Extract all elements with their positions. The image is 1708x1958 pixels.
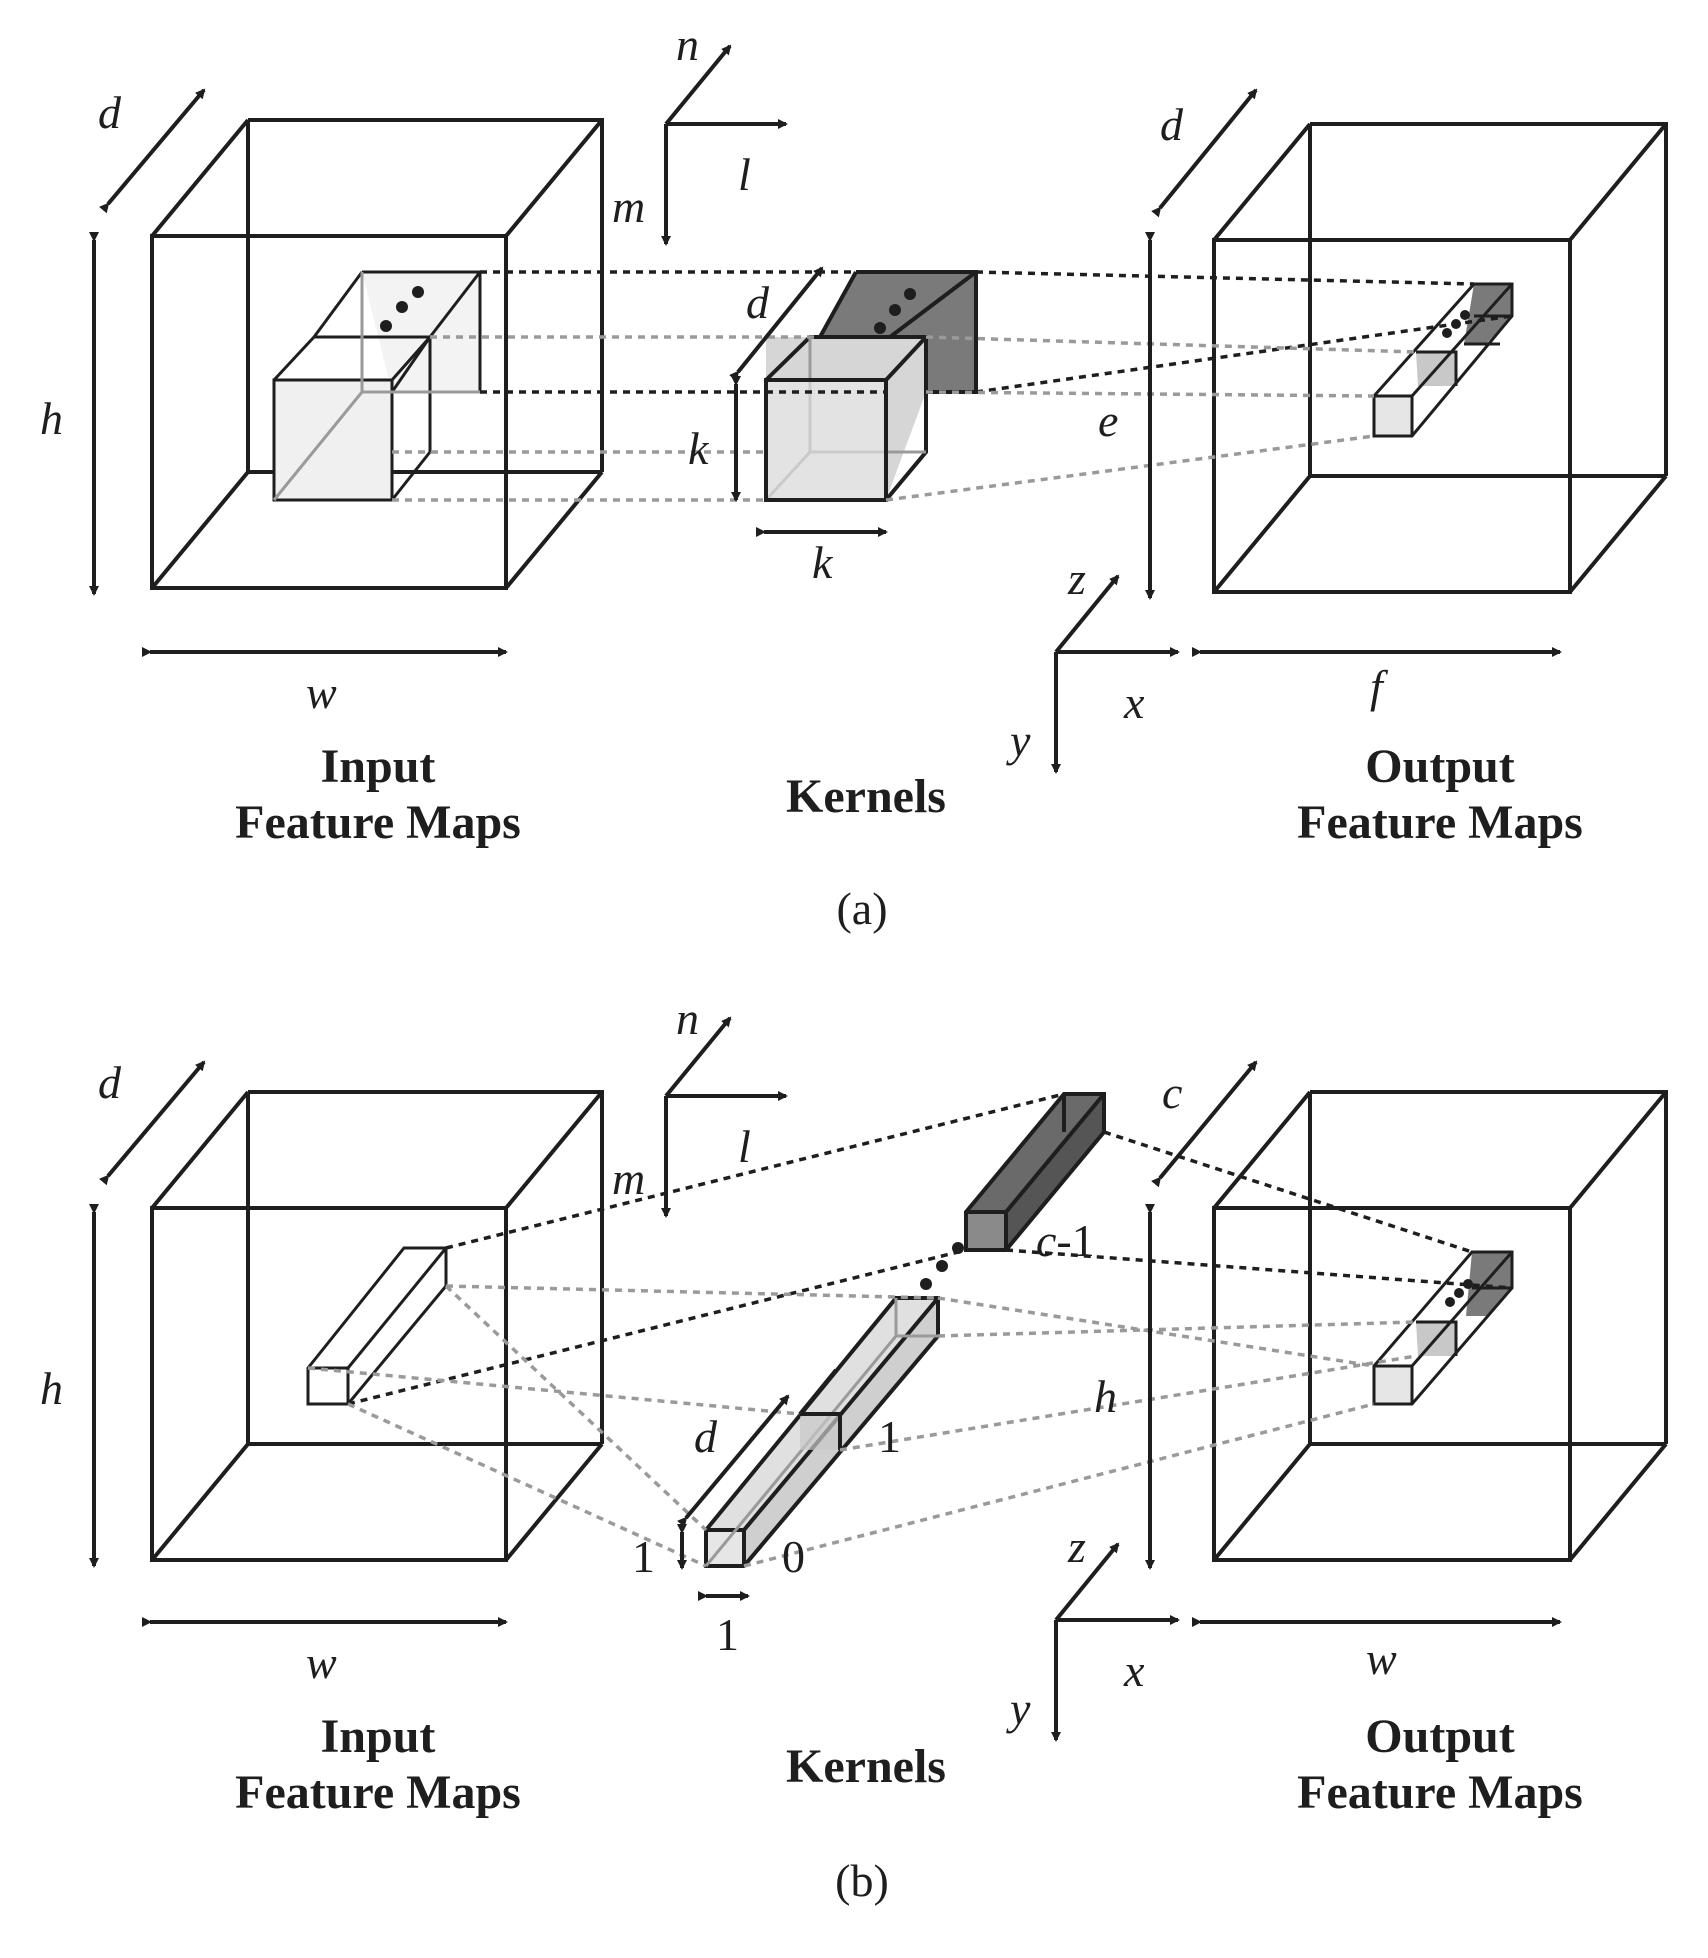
kernel-width-label: k [812, 537, 834, 588]
output-height-label-b: h [1094, 1371, 1117, 1422]
output-depth-label-b: c [1162, 1067, 1182, 1118]
axis-m-label-b: m [612, 1153, 645, 1204]
input-depth-arrow-b [99, 1060, 206, 1186]
axis-z-label: z [1067, 553, 1086, 604]
kernels-title: Kernels [786, 770, 946, 823]
output-depth-label: d [1160, 99, 1184, 150]
panel-b: d h w n l m d 1 1 0 1 c-1 c h w z x y In… [40, 993, 1668, 1906]
axes-zxy-b [1051, 1542, 1180, 1742]
kernel-dot-b [936, 1260, 948, 1272]
projection-lines-b [307, 1092, 1513, 1568]
kernel-column-0 [704, 1296, 940, 1568]
input-feature-maps-cube-b [150, 1090, 604, 1562]
input-depth-arrow [99, 88, 206, 214]
output-title-line1-b: Output [1365, 1710, 1514, 1763]
kernel-dot [874, 322, 886, 334]
input-title-line2-b: Feature Maps [235, 1766, 521, 1819]
kernel-depth-label-b: d [694, 1411, 718, 1462]
axes-nlm-b [661, 1016, 788, 1218]
input-depth-label: d [98, 87, 122, 138]
input-height-label: h [40, 393, 63, 444]
kernel-depth-arrow [729, 266, 824, 382]
output-depth-arrow-b [1151, 1060, 1258, 1188]
panel-a-caption: (a) [836, 883, 887, 934]
input-title-line1: Input [321, 740, 436, 793]
input-width-label: w [306, 667, 337, 718]
input-dot [412, 286, 424, 298]
axis-x-label-b: x [1123, 1645, 1145, 1696]
axis-x-label: x [1123, 677, 1145, 728]
output-height-label: e [1098, 395, 1118, 446]
input-receptive-field [272, 270, 482, 502]
output-pixel-column-b [1372, 1250, 1514, 1406]
input-dot [380, 320, 392, 332]
axis-l-label: l [738, 149, 751, 200]
output-feature-maps-cube [1212, 122, 1668, 594]
axes-zxy [1051, 574, 1180, 774]
kernel-dot-b [920, 1278, 932, 1290]
output-pixel-column [1372, 282, 1514, 438]
axis-n-label: n [676, 19, 699, 70]
kernel-index-c-minus-1: c-1 [1036, 1215, 1095, 1266]
axis-l-label-b: l [738, 1121, 751, 1172]
panel-b-caption: (b) [835, 1855, 889, 1906]
output-depth-arrow [1151, 88, 1258, 218]
panel-a: d h w n l m d k k d e f z x y Input Feat… [40, 19, 1668, 934]
axis-y-label: y [1006, 715, 1031, 766]
kernel-depth-arrow-b [677, 1394, 790, 1528]
kernel-height-label: k [688, 423, 710, 474]
output-dot [1460, 310, 1470, 320]
axes-nlm [661, 44, 788, 246]
output-width-label-b: w [1366, 1633, 1397, 1684]
kernel-dot [904, 288, 916, 300]
axis-y-label-b: y [1006, 1683, 1031, 1734]
axis-m-label: m [612, 181, 645, 232]
output-dot-b [1445, 1297, 1455, 1307]
input-feature-maps-cube [150, 118, 604, 590]
output-dot-b [1454, 1288, 1464, 1298]
axis-n-label-b: n [676, 993, 699, 1044]
input-dot [396, 301, 408, 313]
kernel-block [764, 270, 978, 502]
kernels-title-b: Kernels [786, 1740, 946, 1793]
kernel-dot [889, 304, 901, 316]
input-title-line1-b: Input [321, 1710, 436, 1763]
output-width-label: f [1370, 661, 1389, 712]
output-title-line2-b: Feature Maps [1297, 1766, 1583, 1819]
output-feature-maps-cube-b [1212, 1090, 1668, 1562]
kernel-index-0: 0 [782, 1531, 805, 1582]
kernel-index-1: 1 [878, 1411, 901, 1462]
kernel-width-label-b: 1 [716, 1609, 739, 1660]
output-title-line2: Feature Maps [1297, 796, 1583, 849]
kernel-height-label-b: 1 [632, 1531, 655, 1582]
axis-z-label-b: z [1067, 1521, 1086, 1572]
output-title-line1: Output [1365, 740, 1514, 793]
input-height-label-b: h [40, 1363, 63, 1414]
input-width-label-b: w [306, 1637, 337, 1688]
kernel-depth-label: d [746, 277, 770, 328]
kernel-column-c-minus-1 [964, 1092, 1106, 1252]
input-depth-label-b: d [98, 1057, 122, 1108]
output-dot-b [1463, 1279, 1473, 1289]
input-title-line2: Feature Maps [235, 796, 521, 849]
output-dot [1442, 328, 1452, 338]
